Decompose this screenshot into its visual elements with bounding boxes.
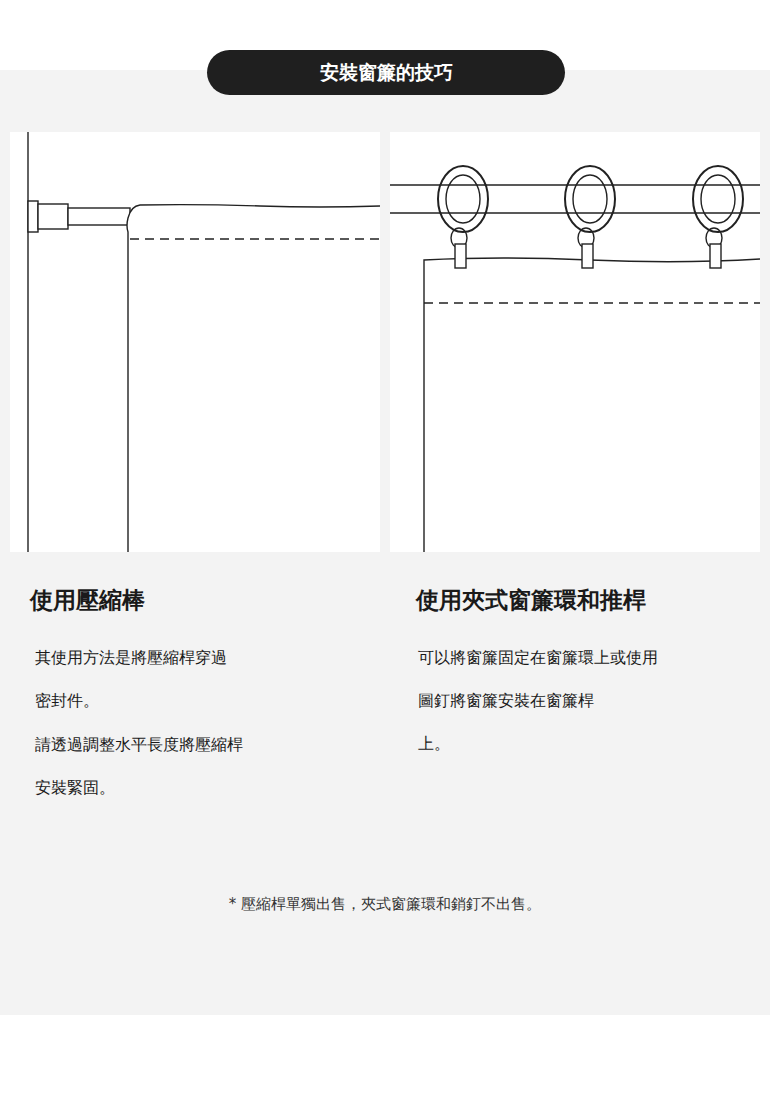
curtain-outline — [424, 258, 760, 552]
body-text: 可以將窗簾固定在窗簾環上或使用 圖釘將窗簾安裝在窗簾桿 上。 — [418, 636, 748, 765]
curtain-rings — [438, 166, 743, 268]
tension-rod-drawing — [28, 132, 380, 552]
title-pill: 安裝窗簾的技巧 — [207, 50, 565, 95]
background-band — [0, 70, 770, 1015]
section-heading: 使用夾式窗簾環和推桿 — [416, 585, 646, 616]
body-text: 其使用方法是將壓縮桿穿過 密封件。 — [35, 636, 365, 722]
wall-line — [27, 132, 28, 552]
section-heading: 使用壓縮棒 — [30, 585, 145, 616]
rod-cap — [28, 201, 38, 232]
stitch-line — [424, 302, 760, 303]
footnote: * 壓縮桿單獨出售，夾式窗簾環和銷釘不出售。 — [0, 895, 770, 914]
stitch-line — [130, 238, 380, 239]
title: 安裝窗簾的技巧 — [320, 60, 453, 86]
ring-rod-drawing — [390, 166, 760, 552]
rod-inner — [68, 208, 130, 225]
rod-body — [38, 204, 68, 229]
body-text: 請透過調整水平長度將壓縮桿 安裝緊固。 — [35, 723, 365, 809]
right-panel — [390, 132, 760, 552]
left-panel — [10, 132, 380, 552]
curtain-outline — [127, 205, 380, 552]
